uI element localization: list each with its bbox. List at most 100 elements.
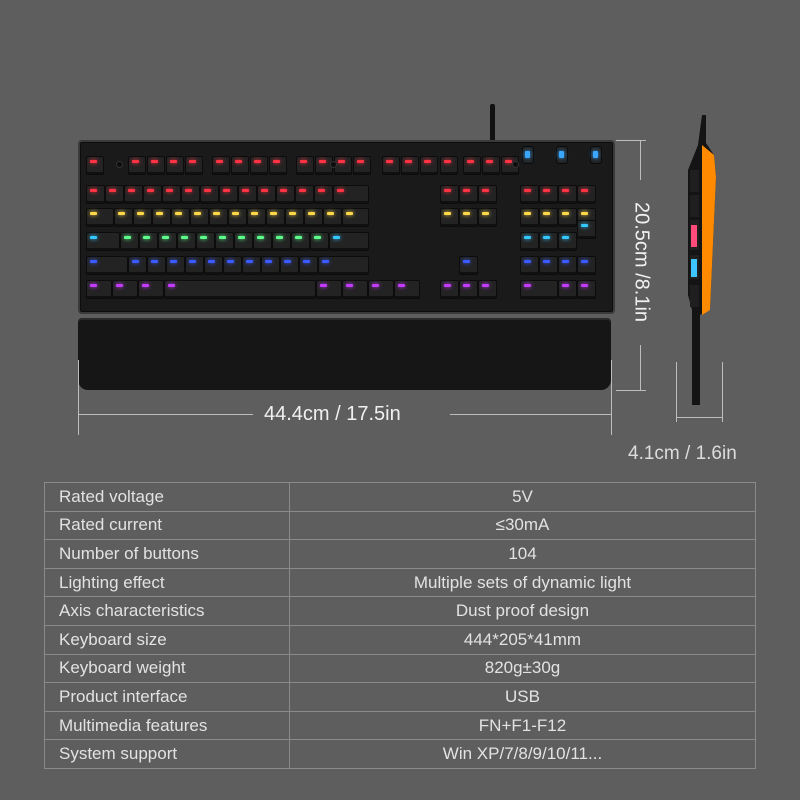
keycap	[539, 232, 558, 251]
keycap	[520, 256, 539, 275]
keycap	[86, 185, 105, 204]
keycap	[285, 208, 304, 227]
keycap	[459, 185, 478, 204]
keycap	[147, 156, 165, 175]
keycap	[266, 208, 285, 227]
keycap	[138, 280, 164, 299]
keycap	[353, 156, 371, 175]
spec-value: FN+F1-F12	[289, 710, 756, 741]
keycap	[196, 232, 215, 251]
wrist-rest	[78, 318, 611, 390]
keycap	[190, 208, 209, 227]
spec-value: Win XP/7/8/9/10/11...	[289, 739, 756, 769]
dimension-guide	[616, 140, 646, 141]
keycap	[166, 156, 184, 175]
keycap	[162, 185, 181, 204]
keycap	[520, 232, 539, 251]
depth-dimension-label: 4.1cm / 1.6in	[628, 443, 737, 464]
keycap	[304, 208, 323, 227]
keycap	[342, 280, 368, 299]
keycap	[114, 208, 133, 227]
keycap	[164, 280, 316, 299]
keycap	[86, 156, 104, 175]
keycap	[318, 256, 369, 275]
keycap	[257, 185, 276, 204]
spec-value: 820g±30g	[289, 653, 756, 684]
keycap	[463, 156, 481, 175]
keycap	[215, 232, 234, 251]
media-knob	[556, 146, 568, 164]
keycap	[158, 232, 177, 251]
keycap	[520, 185, 539, 204]
dimension-line	[78, 414, 253, 415]
keycap	[577, 280, 596, 299]
dimension-line	[640, 140, 641, 180]
spec-label: Keyboard weight	[44, 653, 290, 684]
keycap	[558, 208, 577, 227]
keycap	[143, 185, 162, 204]
keycap	[242, 256, 261, 275]
keycap	[482, 156, 500, 175]
keycap	[223, 256, 242, 275]
keycap	[247, 208, 266, 227]
indicator-led	[330, 161, 337, 168]
keycap	[86, 208, 114, 227]
keycap	[382, 156, 400, 175]
dimension-guide	[611, 360, 612, 435]
keycap	[261, 256, 280, 275]
keycap	[323, 208, 342, 227]
spec-label: Rated voltage	[44, 482, 290, 512]
keycap	[185, 156, 203, 175]
keycap	[120, 232, 139, 251]
spec-value: 104	[289, 539, 756, 569]
keycap	[539, 256, 558, 275]
spec-label: Multimedia features	[44, 710, 290, 741]
keycap	[185, 256, 204, 275]
keycap	[440, 185, 459, 204]
spec-value: USB	[289, 682, 756, 712]
keycap	[234, 232, 253, 251]
keycap	[128, 256, 147, 275]
spec-label: Number of buttons	[44, 539, 290, 569]
dimension-line	[676, 417, 722, 418]
keycap	[420, 156, 438, 175]
keycap	[577, 256, 596, 275]
keycap	[459, 280, 478, 299]
keycap	[310, 232, 329, 251]
height-dimension-label: 20.5cm /8.1in	[630, 201, 653, 323]
product-image: 44.4cm / 17.5in 20.5cm /8.1in 4.1cm / 1.…	[78, 104, 737, 464]
keycap	[316, 280, 342, 299]
keycap	[478, 185, 497, 204]
keycap	[212, 156, 230, 175]
media-knob	[590, 146, 602, 164]
spec-value: ≤30mA	[289, 510, 756, 541]
keycap	[478, 280, 497, 299]
spec-label: Keyboard size	[44, 624, 290, 655]
keycap	[296, 156, 314, 175]
keycap	[440, 156, 458, 175]
keycap	[181, 185, 200, 204]
keycap	[280, 256, 299, 275]
keycap	[558, 232, 577, 251]
keycap	[269, 156, 287, 175]
keycap	[459, 208, 478, 227]
keycap	[272, 232, 291, 251]
spec-label: Axis characteristics	[44, 596, 290, 626]
keycap	[478, 208, 497, 227]
keycap	[440, 208, 459, 227]
spec-value: Multiple sets of dynamic light	[289, 567, 756, 598]
dimension-line	[450, 414, 611, 415]
media-knob	[522, 146, 534, 164]
keycap	[558, 256, 577, 275]
keycap	[295, 185, 314, 204]
keycap	[539, 185, 558, 204]
keycap	[558, 185, 577, 204]
keycap	[124, 185, 143, 204]
keycap	[333, 185, 369, 204]
